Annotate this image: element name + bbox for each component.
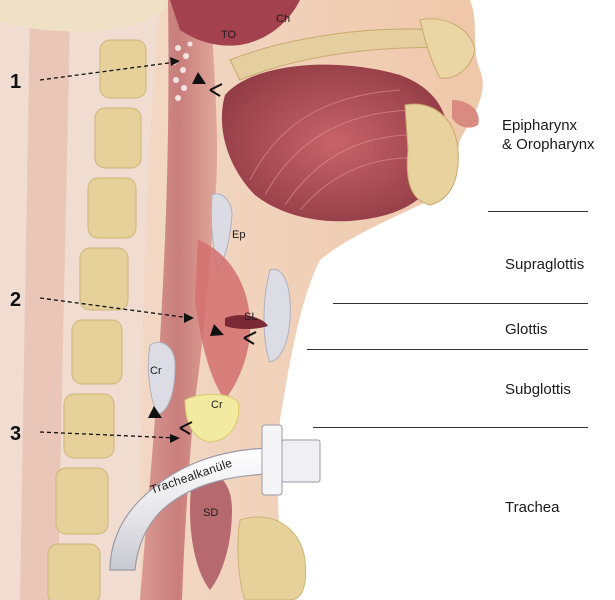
tracheostomy-tube <box>109 424 321 571</box>
divider-2 <box>333 303 588 304</box>
marker-number-2: 2 <box>10 289 21 311</box>
thyroid-gland <box>190 469 232 590</box>
marker-double-arrow-3 <box>179 421 193 435</box>
triangle-markers <box>148 72 257 435</box>
larynx-mucosa <box>195 240 251 400</box>
marker-number-3: 3 <box>10 423 21 445</box>
region-supraglottis: Supraglottis <box>505 256 585 273</box>
upper-jaw <box>419 18 476 79</box>
region-glottis: Glottis <box>505 321 548 338</box>
pointer-1 <box>39 61 177 81</box>
mandible <box>404 103 459 206</box>
label-ch: Ch <box>276 13 290 25</box>
pointer-2 <box>39 297 191 319</box>
cricoid-anterior <box>184 393 240 443</box>
label-sl: SL <box>244 311 257 323</box>
pointer-heads <box>170 57 194 443</box>
vocal-fold <box>225 315 268 329</box>
label-cr-posterior: Cr <box>150 365 162 377</box>
nasopharynx <box>170 0 300 46</box>
region-epipharynx-line2: & Oropharynx <box>502 136 595 153</box>
divider-1 <box>488 211 588 212</box>
marker-double-arrow-1 <box>209 83 223 97</box>
label-sd: SD <box>203 507 218 519</box>
divider-3 <box>307 349 588 350</box>
marker-triangle-3 <box>148 406 162 418</box>
sternum <box>237 516 307 600</box>
region-epipharynx-line1: Epipharynx <box>502 117 578 134</box>
marker-triangle-1 <box>192 72 206 84</box>
marker-triangle-2 <box>210 324 224 336</box>
label-cr-anterior: Cr <box>211 399 223 411</box>
pointer-3 <box>39 431 177 439</box>
marker-double-arrow-2 <box>243 331 257 345</box>
divider-4 <box>313 427 588 428</box>
cricoid-posterior <box>147 341 176 416</box>
marker-number-1: 1 <box>10 71 21 93</box>
region-epipharynx: Epipharynx & Oropharynx <box>502 116 595 154</box>
vertebral-column <box>47 39 147 600</box>
label-to: TO <box>221 29 237 41</box>
label-ep: Ep <box>232 229 245 241</box>
region-subglottis: Subglottis <box>505 381 571 398</box>
skull-base <box>0 0 170 32</box>
pointer-lines <box>39 61 191 439</box>
lower-lip <box>452 100 479 128</box>
thyroid-cartilage <box>263 268 291 363</box>
airway <box>140 0 218 600</box>
spinal-cord <box>20 0 70 600</box>
tongue <box>221 64 448 222</box>
region-trachea: Trachea <box>505 499 560 516</box>
